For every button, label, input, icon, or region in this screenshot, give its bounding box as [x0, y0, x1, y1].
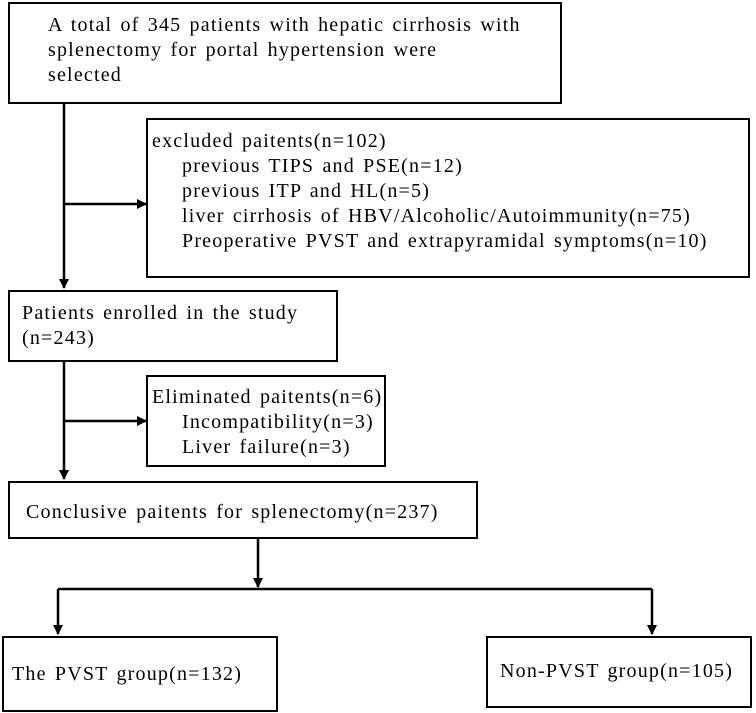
- excluded-item: previous ITP and HL(n=5): [182, 180, 431, 202]
- enrolled-line-2: (n=243): [22, 327, 95, 349]
- enrolled-patients-box: Patients enrolled in the study (n=243): [8, 290, 338, 362]
- pvst-group-box: The PVST group(n=132): [2, 636, 278, 712]
- eliminated-patients-box: Eliminated paitents(n=6) Incompatibility…: [146, 375, 386, 467]
- excluded-item: previous TIPS and PSE(n=12): [182, 155, 463, 177]
- total-line-1: A total of 345 patients with hepatic cir…: [48, 14, 521, 36]
- conclusive-patients-box: Conclusive paitents for splenectomy(n=23…: [8, 481, 478, 539]
- pvst-group-text: The PVST group(n=132): [12, 663, 243, 685]
- excluded-item: Preoperative PVST and extrapyramidal sym…: [182, 230, 708, 252]
- eliminated-title: Eliminated paitents(n=6): [152, 386, 383, 408]
- enrolled-line-1: Patients enrolled in the study: [22, 302, 299, 324]
- total-line-2: splenectomy for portal hypertension were: [48, 39, 438, 61]
- excluded-title: excluded paitents(n=102): [152, 130, 387, 152]
- non-pvst-group-box: Non-PVST group(n=105): [486, 636, 752, 708]
- excluded-patients-box: excluded paitents(n=102) previous TIPS a…: [146, 118, 750, 278]
- conclusive-text: Conclusive paitents for splenectomy(n=23…: [26, 501, 439, 523]
- excluded-item: liver cirrhosis of HBV/Alcoholic/Autoimm…: [182, 205, 691, 227]
- non-pvst-group-text: Non-PVST group(n=105): [500, 660, 734, 682]
- eliminated-item: Incompatibility(n=3): [182, 411, 374, 433]
- total-line-3: selected: [48, 64, 123, 86]
- eliminated-item: Liver failure(n=3): [182, 436, 351, 458]
- total-patients-box: A total of 345 patients with hepatic cir…: [8, 2, 562, 104]
